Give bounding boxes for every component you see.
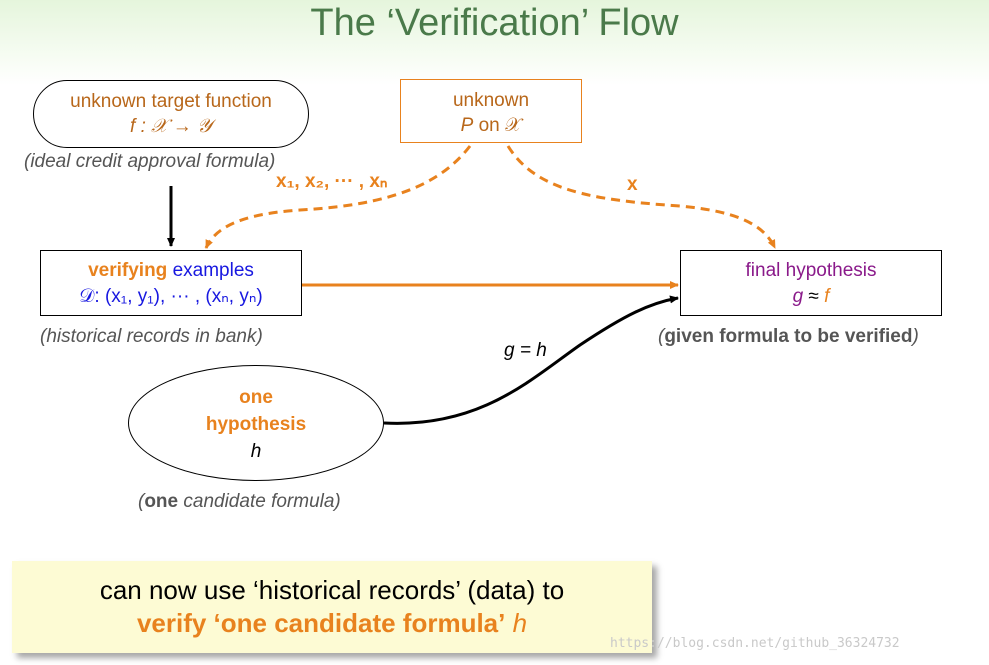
- target-function-formula: f : 𝒳 → 𝒴: [130, 116, 212, 137]
- final-caption-bold: given formula to be verified: [664, 326, 913, 347]
- final-caption-close: ): [912, 326, 919, 347]
- one-hypothesis-line2: hypothesis: [205, 414, 307, 435]
- final-hypothesis-formula: g ≈ f: [681, 284, 941, 310]
- callout-emphasis: verify ‘one candidate formula’: [136, 608, 506, 638]
- distribution-domain: on 𝒳: [473, 115, 522, 136]
- one-hypothesis-line1: one: [239, 387, 273, 408]
- one-hypothesis-ellipse: one hypothesis h: [128, 365, 384, 481]
- samples-edge-label: x₁, x₂, ··· , xₙ: [276, 171, 388, 192]
- final-approx: ≈: [803, 286, 825, 307]
- final-hypothesis-title: final hypothesis: [745, 260, 877, 281]
- hyp-caption-rest: candidate formula): [178, 491, 341, 512]
- callout-line1: can now use ‘historical records’ (data) …: [99, 575, 565, 605]
- slide-title: The ‘Verification’ Flow: [310, 2, 679, 44]
- summary-callout: can now use ‘historical records’ (data) …: [12, 561, 652, 653]
- x-edge-label: x: [627, 174, 638, 195]
- verifying-keyword: verifying: [88, 260, 168, 281]
- final-hypothesis-caption: (given formula to be verified): [658, 326, 919, 348]
- distribution-to-final-arrow: [506, 145, 777, 249]
- target-function-title: unknown target function: [70, 91, 272, 112]
- one-hypothesis-var: h: [250, 441, 262, 462]
- distribution-formula: P on 𝒳: [401, 113, 581, 138]
- final-hypothesis-box: final hypothesis g ≈ f: [680, 250, 942, 316]
- g-equals-h-label: g = h: [504, 340, 547, 361]
- callout-line2: verify ‘one candidate formula’ h: [12, 607, 652, 640]
- distribution-title: unknown: [452, 90, 530, 111]
- final-g: g: [792, 286, 804, 307]
- verifying-examples-box: verifying examples 𝒟: (x₁, y₁), ··· , (x…: [40, 250, 302, 316]
- callout-var: h: [505, 608, 528, 638]
- examples-word: examples: [167, 260, 254, 281]
- verifying-examples-title: verifying examples: [41, 258, 301, 284]
- final-caption-open: (: [658, 326, 665, 347]
- hyp-caption-open: (: [138, 491, 145, 512]
- target-function-caption: (ideal credit approval formula): [24, 151, 276, 172]
- hypothesis-to-final-arrow: [383, 295, 679, 425]
- dataset-formula: 𝒟: (x₁, y₁), ··· , (xₙ, yₙ): [79, 286, 263, 307]
- distribution-box: unknown P on 𝒳: [400, 79, 582, 143]
- final-f: f: [824, 286, 830, 307]
- verifying-examples-caption: (historical records in bank): [40, 326, 263, 347]
- hyp-caption-bold: one: [144, 491, 179, 512]
- distribution-var: P: [460, 115, 474, 136]
- target-function-box: unknown target function f : 𝒳 → 𝒴: [33, 80, 309, 148]
- watermark-url: https://blog.csdn.net/github_36324732: [610, 636, 900, 651]
- one-hypothesis-caption: (one candidate formula): [138, 491, 341, 513]
